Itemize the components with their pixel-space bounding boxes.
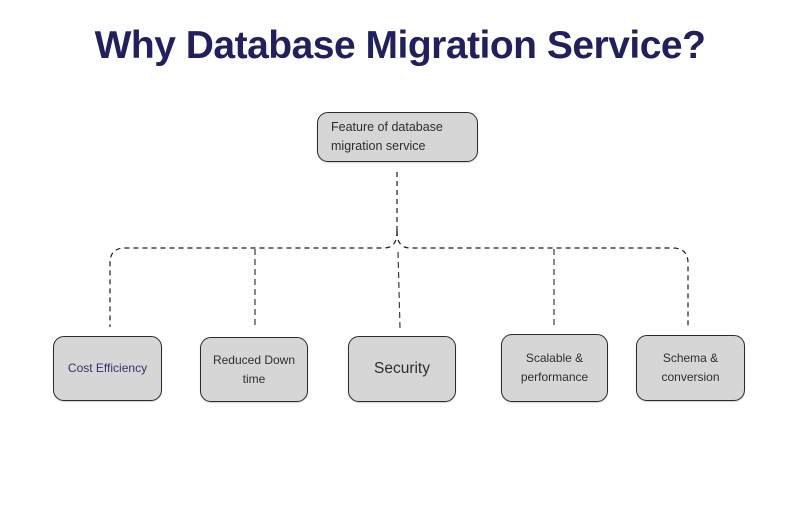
node-scalable-performance: Scalable & performance bbox=[501, 334, 608, 402]
node-security: Security bbox=[348, 336, 456, 402]
node-label: Security bbox=[374, 359, 430, 377]
connector-branch-cost-efficiency bbox=[109, 230, 398, 327]
node-cost-efficiency: Cost Efficiency bbox=[53, 336, 162, 401]
node-label: Reduced Down time bbox=[212, 352, 296, 386]
node-reduced-down-time: Reduced Down time bbox=[200, 337, 308, 402]
page-title: Why Database Migration Service? bbox=[94, 24, 706, 67]
node-feature-of-database-migration-service: Feature of database migration service bbox=[317, 112, 478, 162]
node-label: Cost Efficiency bbox=[67, 361, 148, 376]
node-label: Feature of database migration service bbox=[331, 120, 443, 153]
connector-drop-security bbox=[397, 251, 401, 329]
connector-branch-schema-conversion bbox=[396, 230, 689, 327]
node-schema-conversion: Schema & conversion bbox=[636, 335, 745, 401]
node-label: Schema & conversion bbox=[661, 351, 720, 384]
node-label: Scalable & performance bbox=[520, 351, 589, 384]
